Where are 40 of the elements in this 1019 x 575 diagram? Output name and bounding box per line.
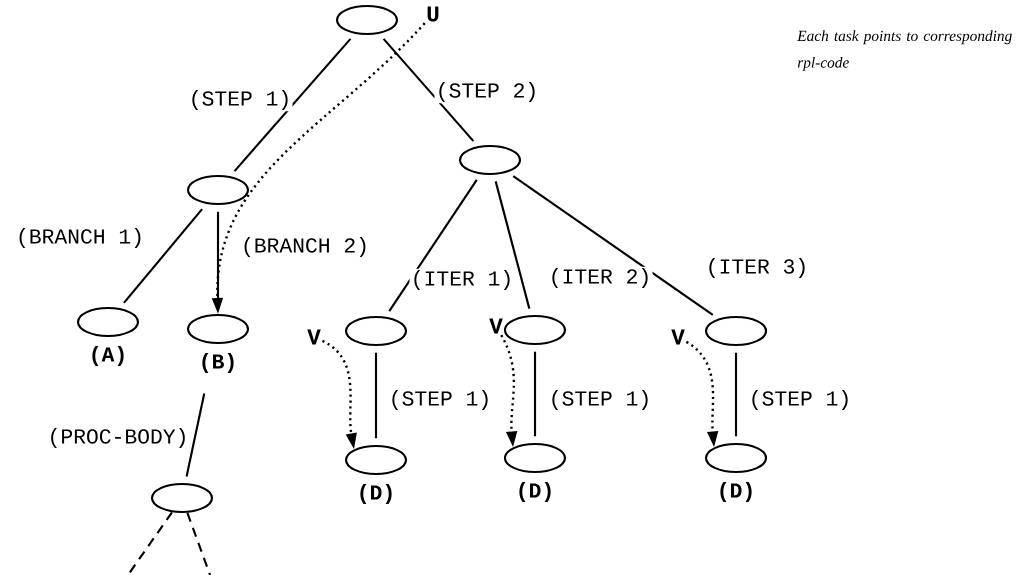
note: Each task points to corresponding rpl-code	[797, 30, 1012, 71]
edge-label: (STEP 1)	[187, 88, 293, 112]
node-caption: (D)	[519, 482, 551, 502]
edge-label: (BRANCH 2)	[239, 235, 371, 259]
edge-label: (ITER 1)	[409, 268, 515, 292]
tree-node-ellipse	[503, 314, 567, 346]
node-letter: V	[489, 318, 503, 334]
edge-label: (STEP 1)	[547, 388, 653, 412]
dashed-line	[186, 512, 211, 575]
tree-branch	[512, 175, 714, 316]
tree-branch	[382, 38, 475, 142]
tree-branch	[374, 352, 378, 439]
edge-label: (ITER 2)	[547, 266, 653, 290]
node-letter: U	[427, 6, 439, 22]
edge-label: (BRANCH 1)	[14, 226, 146, 250]
tree-branch	[533, 351, 537, 437]
node-caption: (D)	[360, 484, 392, 504]
tree-node-ellipse	[704, 315, 768, 347]
tree-node-ellipse	[335, 4, 399, 36]
tree-branch	[233, 38, 352, 172]
tree-branch	[185, 393, 206, 477]
node-caption: (B)	[202, 353, 234, 373]
edge-label: (STEP 2)	[434, 80, 540, 104]
node-letter: V	[307, 329, 321, 345]
edge-label: (ITER 3)	[704, 256, 810, 280]
tree-branch	[123, 208, 203, 304]
edge-label: (STEP 1)	[387, 388, 493, 412]
dashed-line	[127, 511, 173, 575]
tree-branch	[388, 179, 478, 312]
tree-node-ellipse	[344, 315, 408, 347]
node-letter: V	[671, 329, 685, 345]
tree-branch	[734, 352, 738, 437]
node-caption: (A)	[92, 346, 124, 366]
tree-node-ellipse	[458, 144, 522, 176]
edge-label: (PROC-BODY)	[46, 426, 190, 450]
tree-node-ellipse	[150, 482, 214, 514]
tree-node-ellipse	[186, 174, 250, 206]
edge-label: (STEP 1)	[747, 388, 853, 412]
node-caption: (D)	[720, 482, 752, 502]
tree-branch	[494, 181, 531, 309]
